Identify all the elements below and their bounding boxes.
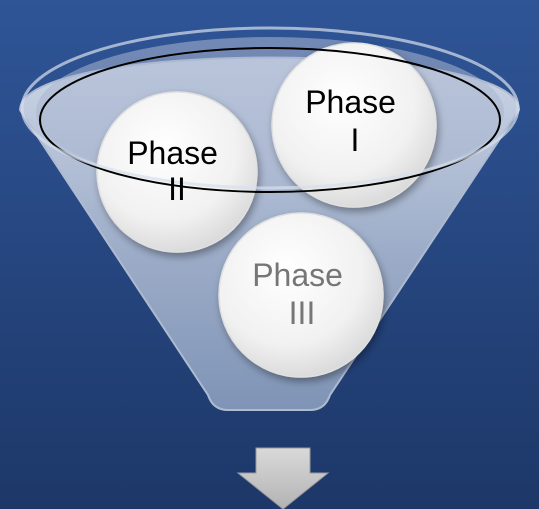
phase-1-line2: I (351, 122, 360, 158)
phase-2-line2: II (168, 171, 186, 207)
phase-2-label: Phase II (127, 135, 227, 207)
down-arrow-icon (236, 447, 330, 509)
phase-1-label: Phase I (305, 84, 405, 158)
phase-circle-3 (218, 212, 384, 378)
funnel-rim-highlight (20, 26, 520, 190)
phase-circle-1 (271, 42, 437, 208)
phase-2-line1: Phase (127, 135, 218, 171)
funnel-rim (39, 47, 501, 193)
phase-3-line2: III (289, 295, 316, 331)
phase-3-label: Phase III (252, 257, 352, 331)
phase-circle-2 (96, 91, 258, 253)
phase-3-line1: Phase (252, 257, 343, 293)
phase-1-line1: Phase (305, 84, 396, 120)
